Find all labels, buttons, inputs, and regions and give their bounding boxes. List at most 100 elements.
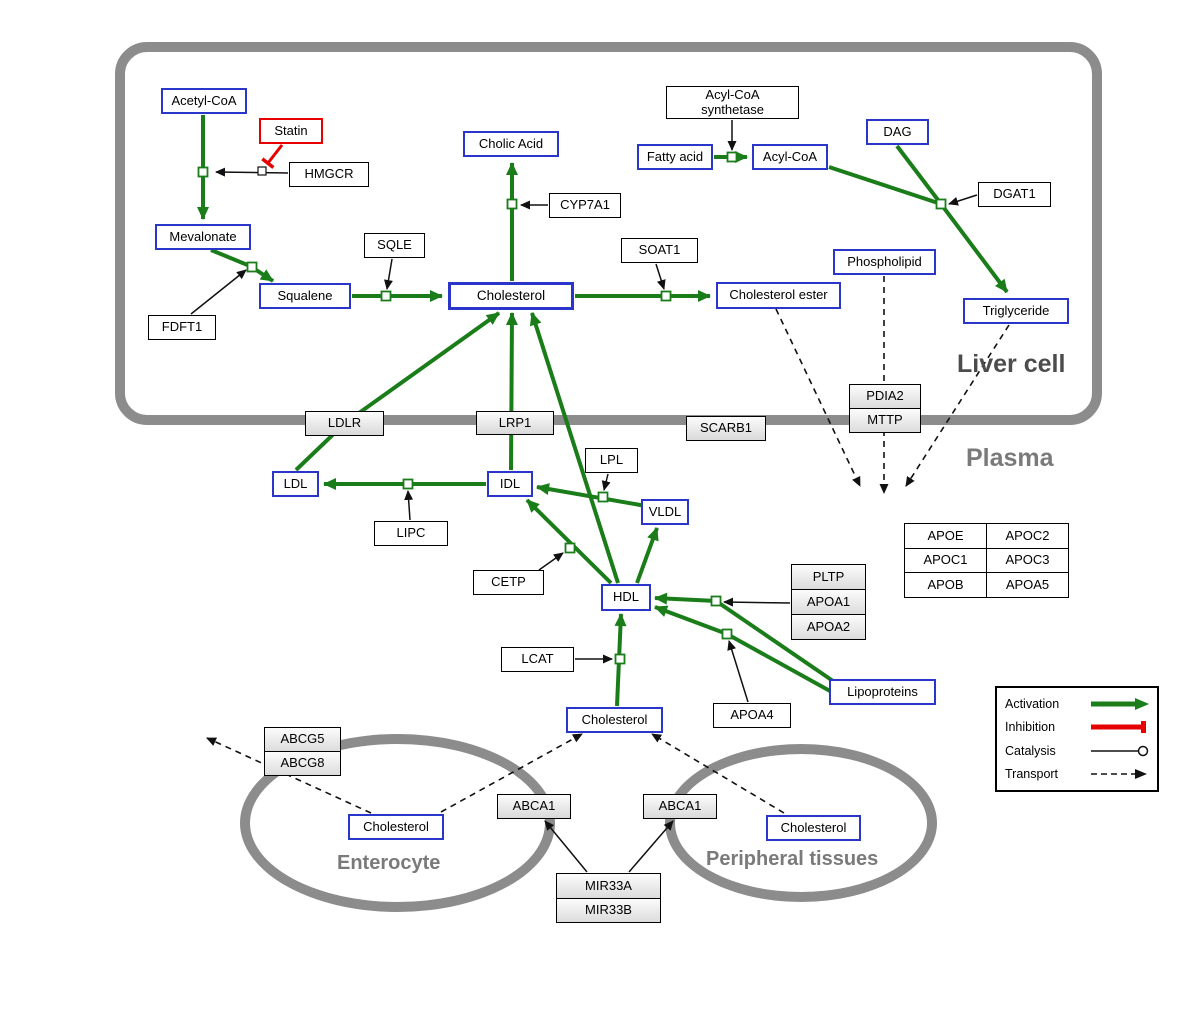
reaction-anchor: [935, 198, 947, 210]
activation-arrow-icon: [1091, 697, 1149, 710]
node-hdl[interactable]: HDL: [601, 584, 651, 611]
node-dgat1[interactable]: DGAT1: [978, 182, 1051, 207]
reaction-anchor: [402, 478, 414, 490]
edge-hmgcr-catalysis: [215, 167, 289, 177]
node-mir33b[interactable]: MIR33B: [557, 897, 660, 922]
node-triglyceride[interactable]: Triglyceride: [963, 298, 1069, 324]
reaction-anchor: [660, 290, 672, 302]
liver-cell-region: [115, 42, 1102, 425]
node-cholesterol-enterocyte[interactable]: Cholesterol: [348, 814, 444, 840]
node-idl[interactable]: IDL: [487, 471, 533, 497]
node-ldlr[interactable]: LDLR: [305, 411, 384, 436]
transport-dashed-arrow-icon: [1091, 769, 1147, 780]
node-apoa2[interactable]: APOA2: [792, 614, 865, 639]
node-vldl[interactable]: VLDL: [641, 499, 689, 525]
legend-activation: Activation: [997, 696, 1157, 712]
node-lrp1[interactable]: LRP1: [476, 411, 554, 435]
node-abcg5[interactable]: ABCG5: [265, 728, 340, 751]
node-fatty-acid[interactable]: Fatty acid: [637, 144, 713, 170]
node-pltp[interactable]: PLTP: [792, 565, 865, 589]
reaction-anchor: [380, 290, 392, 302]
node-apoa1[interactable]: APOA1: [792, 589, 865, 614]
node-cyp7a1[interactable]: CYP7A1: [549, 193, 621, 218]
node-fdft1[interactable]: FDFT1: [148, 315, 216, 340]
node-lipc[interactable]: LIPC: [374, 521, 448, 546]
node-apoc1[interactable]: APOC1: [905, 548, 986, 573]
node-statin[interactable]: Statin: [259, 118, 323, 144]
node-abca1-left[interactable]: ABCA1: [497, 794, 571, 819]
node-lpl[interactable]: LPL: [585, 448, 638, 473]
node-acyl-coa-synthetase-line: Acyl-CoA: [705, 87, 760, 103]
node-acetyl-coa[interactable]: Acetyl-CoA: [161, 88, 247, 114]
node-soat1[interactable]: SOAT1: [621, 238, 698, 263]
node-mevalonate[interactable]: Mevalonate: [155, 224, 251, 250]
node-acyl-coa[interactable]: Acyl-CoA: [752, 144, 828, 170]
reaction-anchor: [246, 261, 258, 273]
edge-mir33-abca1-right: [628, 820, 674, 873]
node-cholesterol-ester[interactable]: Cholesterol ester: [716, 282, 841, 309]
reaction-anchor: [614, 653, 626, 665]
edge-soat1-catalysis: [655, 263, 666, 290]
node-apob[interactable]: APOB: [905, 573, 986, 598]
node-scarb1[interactable]: SCARB1: [686, 416, 766, 441]
reaction-anchor: [721, 628, 733, 640]
node-apoc3[interactable]: APOC3: [986, 548, 1068, 573]
node-cholesterol-peripheral[interactable]: Cholesterol: [766, 815, 861, 841]
legend: Activation Inhibition Catalysis Transpor…: [995, 686, 1159, 792]
node-dag[interactable]: DAG: [866, 119, 929, 145]
edge-hdl-idl: [525, 498, 613, 585]
legend-transport: Transport: [997, 766, 1157, 782]
edge-vldl-idl: [536, 483, 647, 508]
node-phospholipid[interactable]: Phospholipid: [833, 249, 936, 275]
legend-activation-label: Activation: [1005, 696, 1060, 711]
node-cholesterol-liver[interactable]: Cholesterol: [448, 282, 574, 310]
node-lcat[interactable]: LCAT: [501, 647, 574, 672]
edge-fdft1-catalysis: [190, 269, 247, 315]
node-cetp[interactable]: CETP: [473, 570, 544, 595]
node-ldl[interactable]: LDL: [272, 471, 319, 497]
node-hmgcr[interactable]: HMGCR: [289, 162, 369, 187]
edge-hdl-vldl: [635, 527, 659, 584]
edge-sqle-catalysis: [384, 258, 393, 290]
node-cholic-acid[interactable]: Cholic Acid: [463, 131, 559, 157]
node-apoe[interactable]: APOE: [905, 524, 986, 548]
legend-inhibition-label: Inhibition: [1005, 720, 1056, 735]
edge-cholesterolenterocyte-plasma: [440, 733, 583, 813]
node-apoa4[interactable]: APOA4: [713, 703, 791, 728]
reaction-anchor: [197, 166, 209, 178]
node-lipoproteins[interactable]: Lipoproteins: [829, 679, 936, 705]
edge-cholesterolester-plasma: [775, 308, 861, 487]
node-mttp[interactable]: MTTP: [850, 408, 920, 432]
node-apoc2[interactable]: APOC2: [986, 524, 1068, 548]
reaction-anchor: [506, 198, 518, 210]
node-cholesterol-plasma[interactable]: Cholesterol: [566, 707, 663, 733]
edge-hdl-cholesterol-uptake: [529, 312, 620, 584]
legend-transport-label: Transport: [1005, 767, 1059, 782]
edge-dgat1-catalysis: [948, 194, 978, 206]
edge-statin-inhibition: [261, 144, 284, 169]
catalysis-circle-icon: [1091, 745, 1149, 757]
reaction-anchor: [257, 166, 267, 176]
inhibition-tbar-icon: [1091, 721, 1146, 734]
liver-cell-label: Liver cell: [957, 350, 1066, 378]
edge-ldl-cholesterol-uptake: [294, 311, 501, 472]
node-abca1-right[interactable]: ABCA1: [643, 794, 717, 819]
edge-lpl-catalysis: [601, 473, 611, 491]
node-acyl-coa-synthetase-line: synthetase: [701, 101, 764, 117]
node-sqle[interactable]: SQLE: [364, 233, 425, 258]
node-apoa5[interactable]: APOA5: [986, 573, 1068, 598]
node-squalene[interactable]: Squalene: [259, 283, 351, 309]
edge-mir33-abca1-left: [544, 820, 588, 873]
node-abcg8[interactable]: ABCG8: [265, 751, 340, 775]
node-mir33a[interactable]: MIR33A: [557, 874, 660, 898]
node-pdia2[interactable]: PDIA2: [850, 385, 920, 408]
